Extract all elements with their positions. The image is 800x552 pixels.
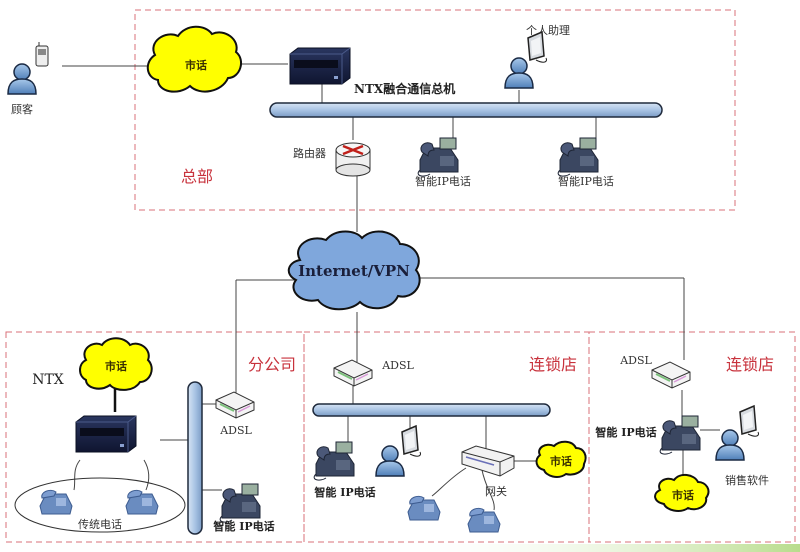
gateway-icon (461, 445, 515, 477)
adsl-store2-label: ADSL (619, 354, 652, 367)
ntx-branch-label: NTX (32, 372, 64, 388)
hq-lan-bus (269, 102, 663, 118)
ip-phone-hq-1-label: 智能IP电话 (415, 174, 471, 188)
sales-monitor-icon (739, 405, 760, 437)
store1-lan-bus (312, 403, 551, 417)
adsl-store1-label: ADSL (381, 359, 414, 372)
ip-phone-store1-label: 智能 IP电话 (314, 485, 375, 499)
decorative-strip (400, 544, 800, 552)
ntx-branch-pbx-icon (75, 415, 137, 453)
ip-phone-hq-2-icon (557, 137, 599, 177)
region-store2-border (588, 331, 796, 543)
pstn-cloud-store2 (654, 474, 710, 512)
customer-person-icon (7, 63, 37, 95)
ntx-main-label: NTX融合通信总机 (354, 81, 455, 96)
internet-vpn-cloud (287, 230, 421, 311)
region-headquarters-border (134, 9, 736, 211)
legacy-phones-label: 传统电话 (78, 518, 122, 531)
branch-lan-bus (187, 381, 203, 535)
legacy-phones-group (14, 477, 186, 533)
ip-phone-hq-2-label: 智能IP电话 (558, 174, 614, 188)
ip-phone-store1-icon (313, 441, 355, 481)
pstn-cloud-branch (79, 337, 153, 391)
gateway-label: 网关 (485, 484, 507, 498)
region-store2-title: 连锁店 (726, 355, 774, 374)
ip-phone-store2-icon (659, 415, 701, 455)
adsl-branch-label: ADSL (219, 424, 252, 437)
region-branch-title: 分公司 (248, 355, 296, 374)
ip-phone-hq-1-icon (417, 137, 459, 177)
adsl-store2-modem-icon (651, 361, 691, 389)
legacy-phone-2-icon (125, 489, 159, 515)
personal-assistant-label: 个人助理 (526, 23, 570, 37)
region-store1-title: 连锁店 (529, 355, 577, 374)
legacy-phone-store1-2-icon (467, 507, 501, 533)
pstn-cloud-hq (146, 25, 243, 93)
pstn-store1-label: 市话 (550, 454, 572, 468)
pstn-hq-label: 市话 (185, 58, 207, 72)
mobile-phone-icon (35, 42, 49, 67)
pstn-store2-label: 市话 (672, 488, 694, 502)
region-store1-border (303, 331, 590, 543)
internet-vpn-label: Internet/VPN (298, 262, 410, 280)
ip-phone-branch-icon (219, 483, 261, 523)
store1-person-icon (375, 445, 405, 477)
ip-phone-branch-label: 智能 IP电话 (213, 519, 274, 533)
router-icon (335, 142, 371, 177)
router-label: 路由器 (293, 146, 326, 160)
pstn-cloud-store1 (535, 440, 587, 478)
customer-label: 顾客 (11, 102, 33, 116)
ip-phone-store2-label: 智能 IP电话 (595, 425, 656, 439)
store1-monitor-icon (401, 425, 422, 457)
sales-person-icon (715, 429, 745, 461)
region-headquarters-title: 总部 (181, 167, 213, 186)
legacy-phone-1-icon (39, 489, 73, 515)
sales-software-label: 销售软件 (725, 473, 769, 487)
personal-assistant-person-icon (504, 57, 534, 89)
pstn-branch-label: 市话 (105, 359, 127, 373)
legacy-phone-store1-1-icon (407, 495, 441, 521)
adsl-branch-modem-icon (215, 391, 255, 419)
ntx-main-pbx-icon (289, 47, 351, 85)
adsl-store1-modem-icon (333, 359, 373, 387)
